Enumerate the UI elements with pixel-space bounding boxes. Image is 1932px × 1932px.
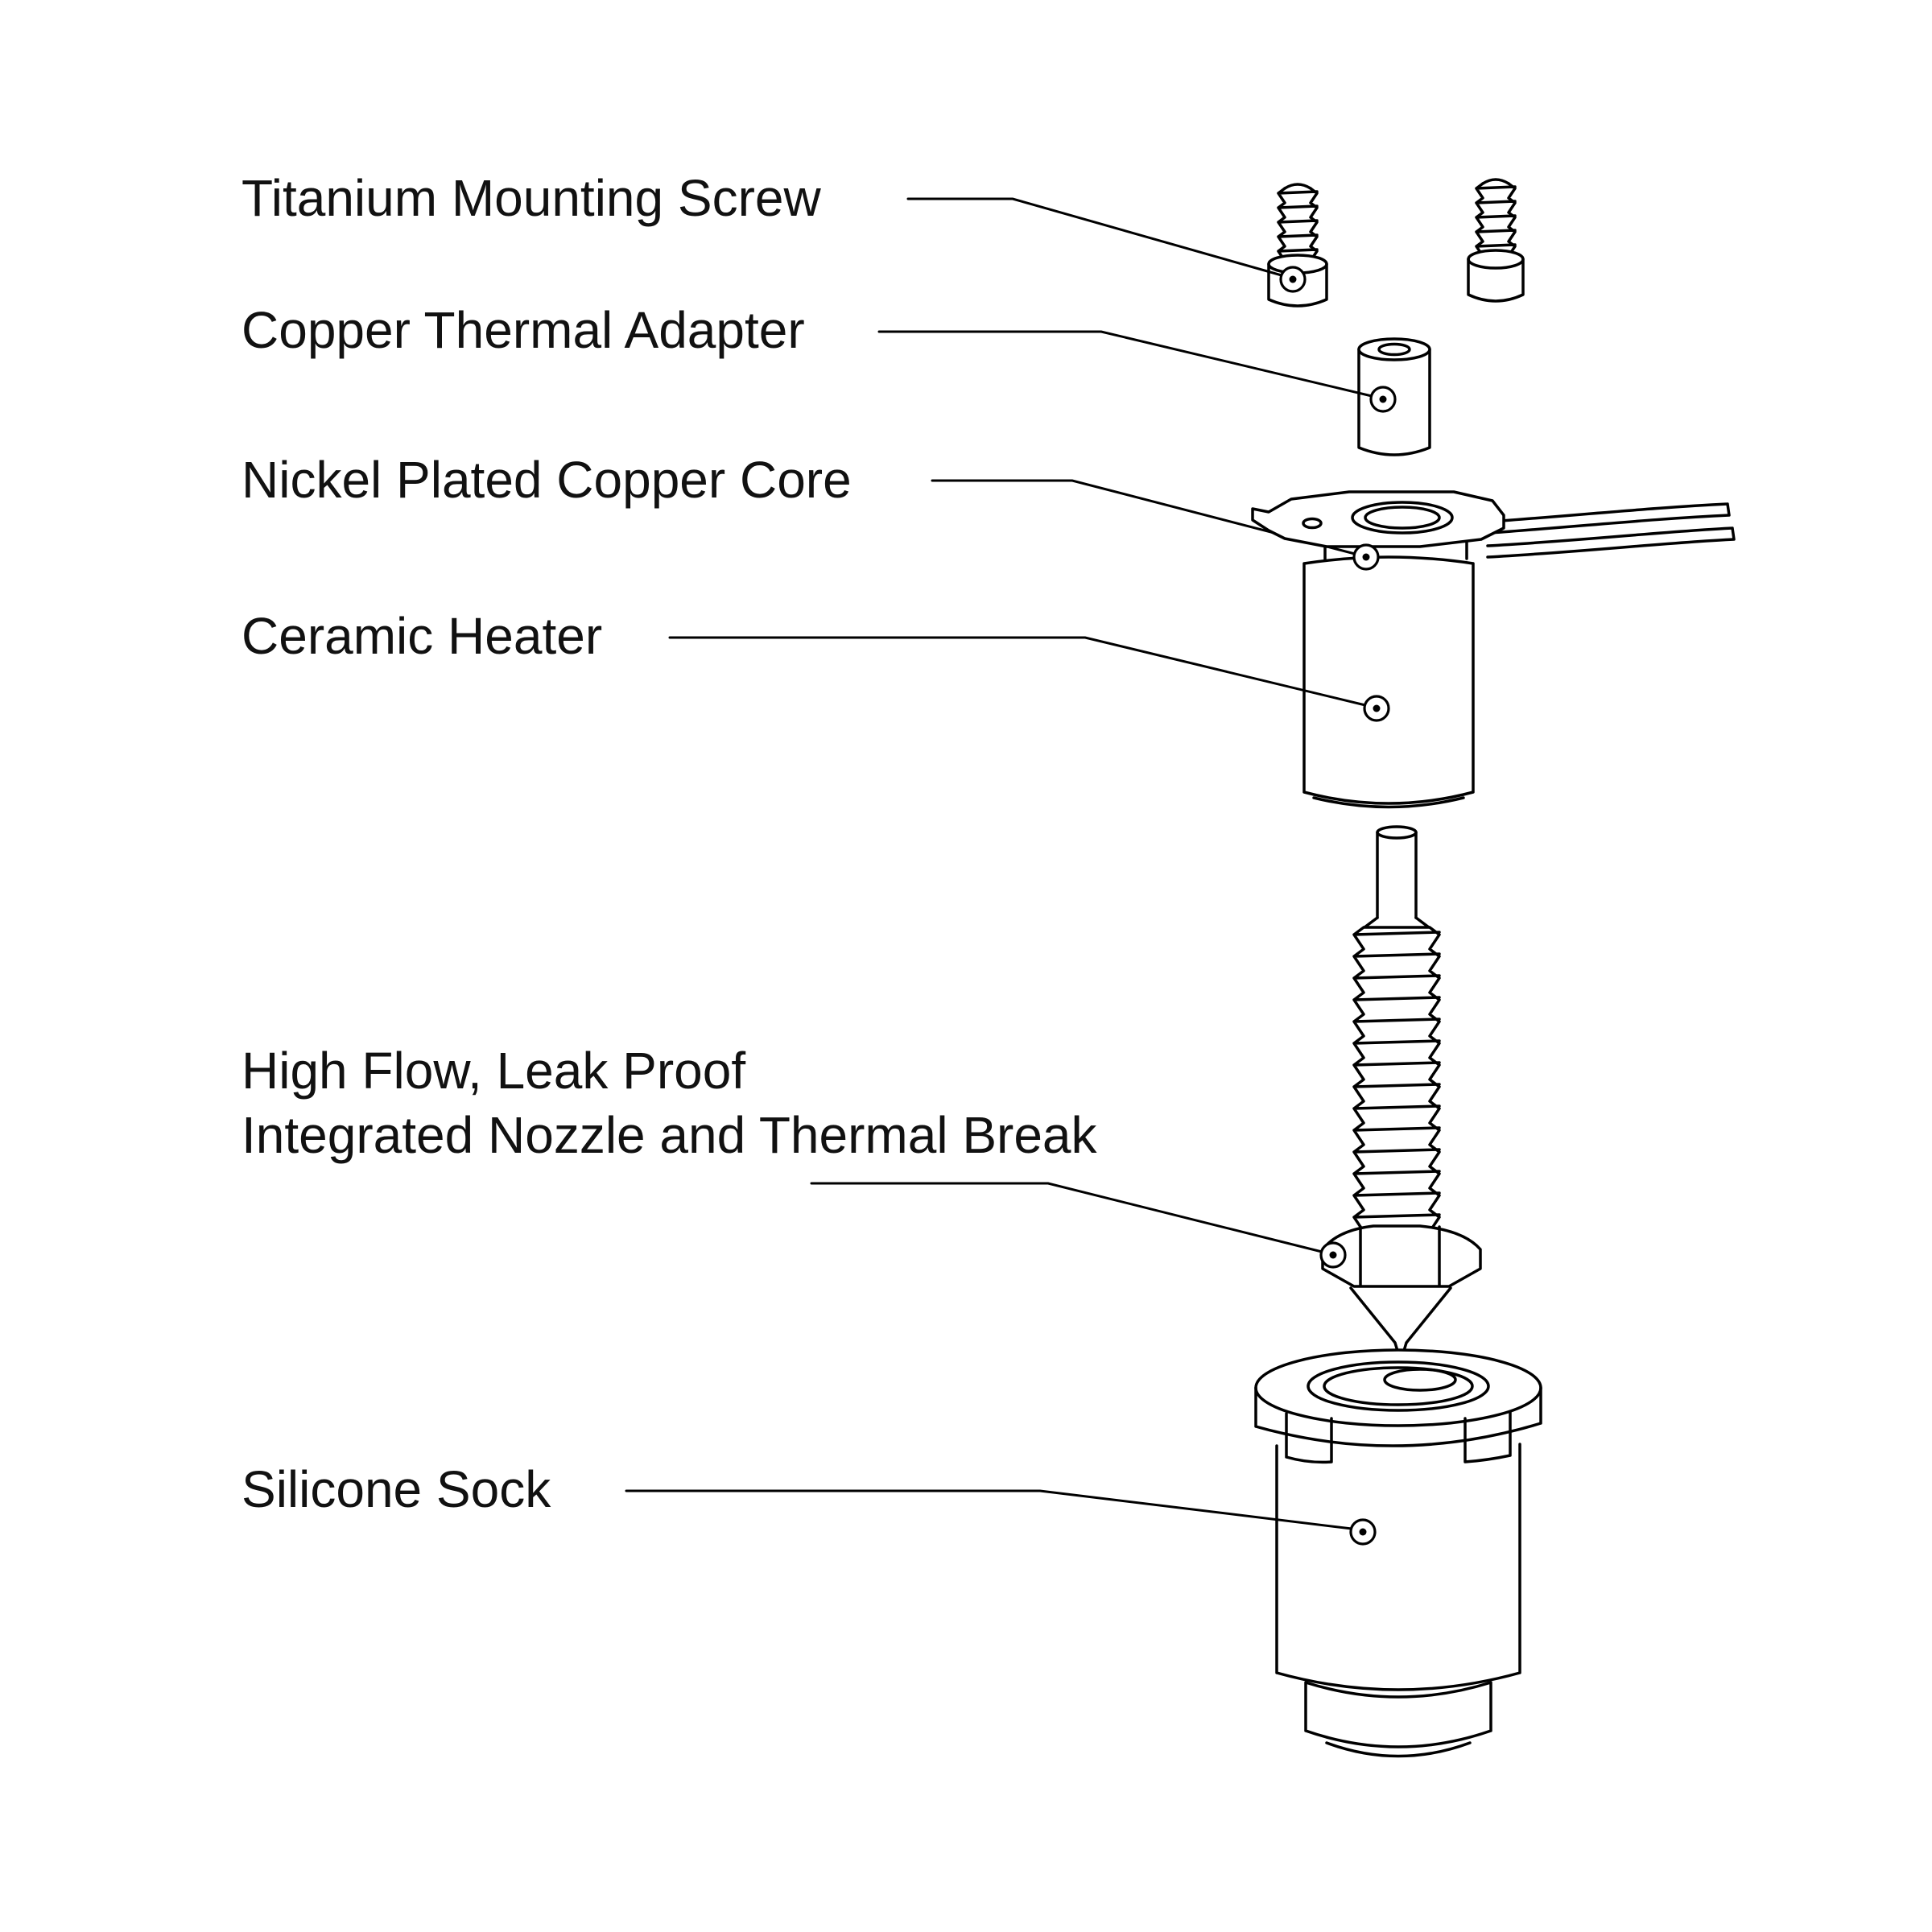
- label-copper-thermal-adapter: Copper Thermal Adapter: [242, 301, 805, 359]
- marker-copper-adapter: [1369, 386, 1397, 413]
- heater-wire-upper: [1489, 502, 1731, 535]
- leader-titanium-screw: [906, 197, 1283, 277]
- sock-rim-band: [1254, 1386, 1542, 1447]
- copper-thermal-adapter-drawing: [1357, 337, 1431, 456]
- screw-left-thread-tip: [1283, 183, 1312, 190]
- marker-copper-core: [1352, 543, 1380, 571]
- titanium-screw-right: [1467, 178, 1525, 303]
- label-ceramic-heater: Ceramic Heater: [242, 607, 602, 665]
- sock-body: [1275, 1443, 1521, 1691]
- heater-wires: [1486, 502, 1736, 559]
- adapter-top-rim: [1357, 337, 1431, 361]
- leader-copper-adapter: [877, 330, 1373, 398]
- nozzle-hex-facets: [1359, 1225, 1441, 1287]
- marker-silicone-sock: [1349, 1518, 1377, 1546]
- sock-lower: [1304, 1681, 1492, 1758]
- nozzle-stub-top: [1376, 825, 1418, 840]
- leader-silicone-sock: [625, 1489, 1353, 1530]
- marker-nozzle: [1319, 1241, 1347, 1269]
- nozzle-cone: [1349, 1286, 1452, 1352]
- label-nozzle-line1: High Flow, Leak Proof: [242, 1042, 745, 1100]
- screw-left-head-body: [1267, 262, 1328, 308]
- heater-wire-lower: [1486, 526, 1736, 559]
- core-bore-outer: [1351, 501, 1454, 535]
- heater-body: [1302, 555, 1475, 809]
- leader-ceramic-heater: [668, 636, 1367, 707]
- nozzle-stub: [1376, 831, 1418, 919]
- nozzle-drawing: [1321, 825, 1482, 1352]
- label-nozzle-line2: Integrated Nozzle and Thermal Break: [242, 1106, 1098, 1164]
- adapter-body: [1357, 348, 1431, 456]
- label-silicone-sock: Silicone Sock: [242, 1460, 551, 1518]
- screw-right-thread-tip: [1481, 178, 1510, 185]
- silicone-sock-drawing: [1254, 1348, 1542, 1758]
- heater-block-drawing: [1251, 490, 1736, 809]
- label-titanium-mounting-screw: Titanium Mounting Screw: [242, 169, 821, 227]
- marker-titanium-screw: [1279, 266, 1307, 293]
- sock-notch-left: [1285, 1412, 1333, 1464]
- core-bore-inner: [1364, 506, 1441, 530]
- nozzle-flare: [1363, 916, 1430, 929]
- screw-right-thread: [1475, 182, 1517, 258]
- marker-ceramic-heater: [1363, 695, 1390, 722]
- callout-markers: [1279, 266, 1397, 1546]
- nozzle-hex: [1321, 1224, 1482, 1288]
- leader-nozzle: [810, 1182, 1323, 1253]
- nozzle-thread: [1352, 926, 1441, 1233]
- core-flange: [1251, 490, 1505, 548]
- adapter-bore: [1377, 342, 1411, 357]
- core-screw-hole: [1302, 517, 1323, 530]
- screw-right-head-top: [1467, 249, 1525, 270]
- sock-opening-inner: [1323, 1366, 1474, 1406]
- core-neck: [1323, 541, 1468, 562]
- label-nickel-plated-copper-core: Nickel Plated Copper Core: [242, 451, 852, 509]
- sock-opening-outer: [1307, 1360, 1490, 1412]
- sock-side-hole: [1383, 1368, 1457, 1392]
- screw-right-head-body: [1467, 258, 1525, 303]
- sock-notch-right: [1463, 1410, 1512, 1463]
- leader-copper-core: [931, 479, 1356, 555]
- screw-left-thread: [1277, 187, 1319, 262]
- titanium-screw-left: [1267, 183, 1328, 308]
